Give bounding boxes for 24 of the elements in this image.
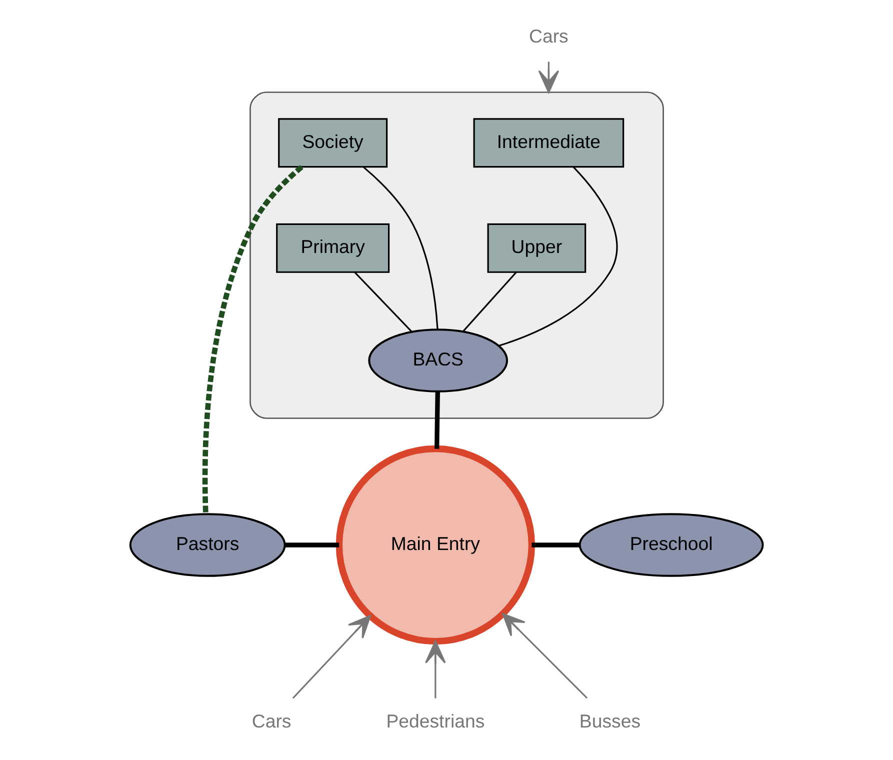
node-box: Primary bbox=[276, 223, 390, 273]
connector bbox=[285, 542, 340, 548]
node-text: Pedestrians bbox=[386, 710, 485, 732]
node-ellipse: Pastors bbox=[129, 513, 286, 577]
node-box: Intermediate bbox=[473, 118, 624, 168]
node-ellipse: BACS bbox=[368, 328, 508, 392]
node-circle: Main Entry bbox=[336, 445, 536, 645]
connector bbox=[462, 272, 517, 332]
connector bbox=[354, 272, 412, 332]
arrow bbox=[425, 640, 446, 698]
node-text: Cars bbox=[529, 26, 568, 47]
arrow bbox=[292, 615, 371, 699]
node-box: Upper bbox=[487, 223, 586, 273]
connector bbox=[202, 164, 304, 514]
connector bbox=[532, 542, 580, 548]
cluster bbox=[250, 92, 664, 419]
node-text: Busses bbox=[579, 710, 641, 732]
arrow bbox=[502, 613, 588, 699]
node-box: Society bbox=[278, 118, 388, 168]
connector bbox=[498, 166, 618, 346]
connector bbox=[363, 166, 438, 330]
node-ellipse: Preschool bbox=[578, 513, 764, 577]
connector bbox=[434, 392, 440, 449]
node-text: Cars bbox=[252, 710, 292, 732]
